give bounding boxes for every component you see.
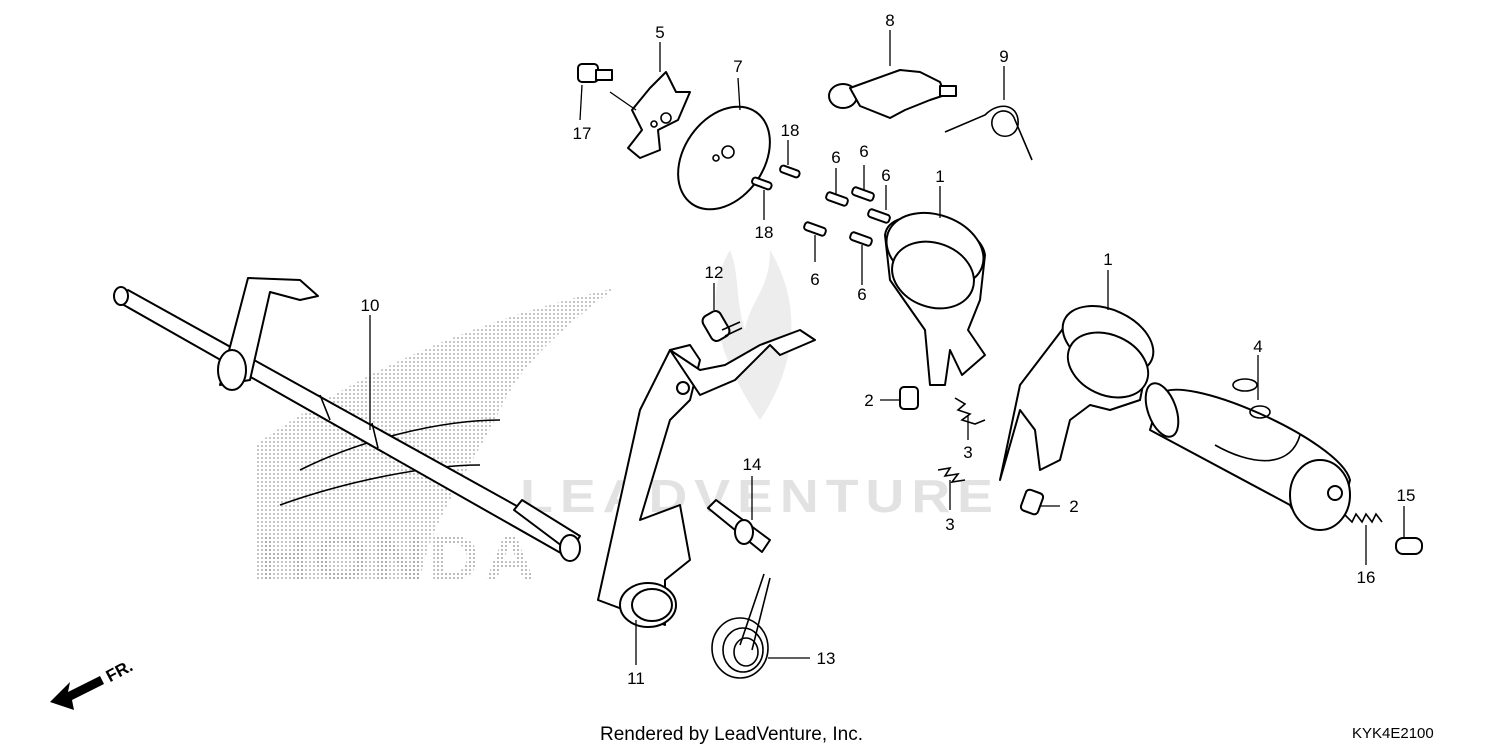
callout-9: 9 bbox=[999, 47, 1008, 66]
stopper-pin bbox=[701, 310, 743, 342]
callout-12: 12 bbox=[705, 263, 724, 282]
direction-label: FR. bbox=[103, 656, 136, 686]
watermark-text: LEADVENTURE bbox=[520, 470, 1000, 522]
callout-labels: 1 1 2 2 3 3 4 5 6 6 6 6 6 7 8 9 10 11 12… bbox=[361, 11, 1416, 688]
callout-6-a: 6 bbox=[831, 148, 840, 167]
callout-3-upper: 3 bbox=[963, 443, 972, 462]
callout-16: 16 bbox=[1357, 568, 1376, 587]
callout-11: 11 bbox=[627, 669, 645, 688]
stopper-arm bbox=[828, 69, 957, 119]
callout-18-lower: 18 bbox=[755, 223, 774, 242]
honda-logo-text: HONDA bbox=[258, 522, 540, 594]
drum-center-assembly bbox=[577, 63, 771, 211]
callout-8: 8 bbox=[885, 11, 894, 30]
pin-bolt bbox=[707, 499, 771, 553]
callout-1-upper: 1 bbox=[935, 167, 944, 186]
callout-4: 4 bbox=[1253, 337, 1262, 356]
callout-7: 7 bbox=[733, 57, 742, 76]
shift-fork-left bbox=[884, 211, 986, 386]
rendered-by-text: Rendered by LeadVenture, Inc. bbox=[600, 724, 863, 745]
callout-6-b: 6 bbox=[859, 142, 868, 161]
callout-6-e: 6 bbox=[857, 285, 866, 304]
return-spring bbox=[711, 573, 771, 679]
callout-3-lower: 3 bbox=[945, 515, 954, 534]
arrow-icon bbox=[50, 676, 104, 710]
callout-14: 14 bbox=[743, 455, 762, 474]
gearshift-arm bbox=[597, 329, 816, 628]
callout-5: 5 bbox=[655, 23, 664, 42]
shift-fork-right bbox=[999, 305, 1155, 481]
callout-18-upper: 18 bbox=[781, 121, 800, 140]
callout-6-c: 6 bbox=[881, 166, 890, 185]
callout-15: 15 bbox=[1397, 486, 1416, 505]
callout-13: 13 bbox=[817, 649, 836, 668]
front-direction-arrow: FR. bbox=[50, 656, 136, 710]
drum-pin-and-spring bbox=[1344, 512, 1423, 555]
callout-2-right: 2 bbox=[1069, 497, 1078, 516]
diagram-code: KYK4E2100 bbox=[1352, 725, 1434, 742]
guide-pins-and-springs bbox=[899, 386, 1045, 516]
leader-lines bbox=[369, 30, 1405, 665]
callout-1-lower: 1 bbox=[1103, 250, 1112, 269]
callout-17: 17 bbox=[573, 124, 592, 143]
shift-drum bbox=[1144, 378, 1351, 531]
callout-10: 10 bbox=[361, 296, 380, 315]
stopper-spring bbox=[944, 105, 1033, 161]
dowel-pins bbox=[751, 164, 891, 247]
gearshift-spindle bbox=[113, 277, 581, 562]
callout-6-d: 6 bbox=[810, 270, 819, 289]
leadventure-watermark: LEADVENTURE bbox=[520, 250, 1000, 522]
callout-2-left: 2 bbox=[864, 391, 873, 410]
honda-wing-logo: HONDA bbox=[255, 288, 615, 594]
